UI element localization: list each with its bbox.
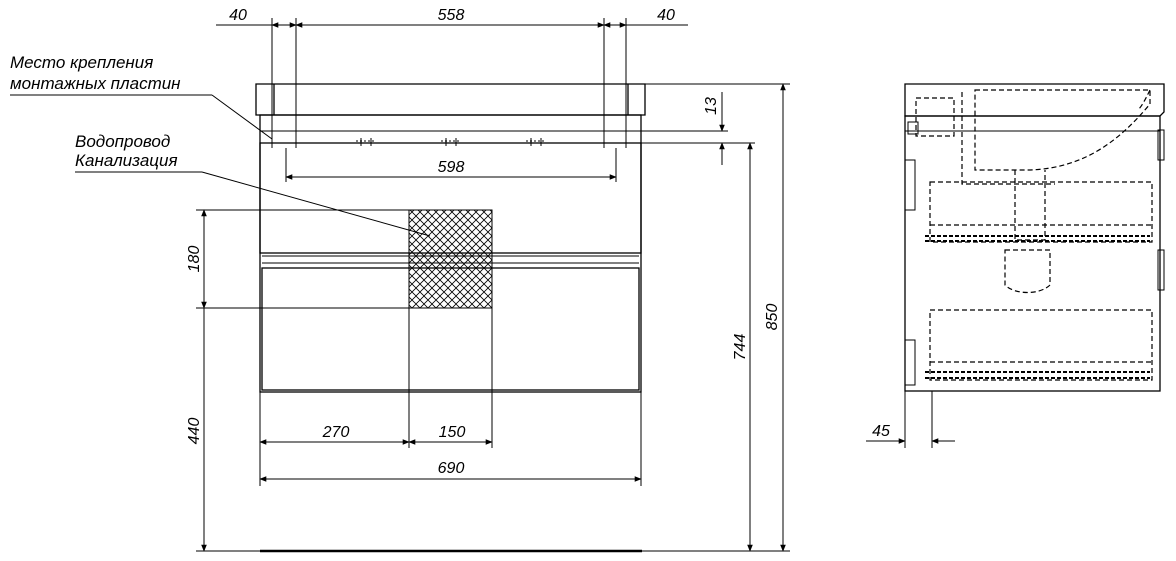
plumbing-label-line1: Водопровод [75, 132, 170, 151]
dim-zone-width: 150 [439, 424, 466, 441]
dim-zone-floor: 440 [186, 418, 203, 445]
front-dimensions: 40 558 40 598 13 744 850 180 440 [186, 7, 790, 552]
mounting-label-line1: Место крепления [10, 53, 153, 72]
plumbing-label-line2: Канализация [75, 151, 178, 170]
dim-zone-height: 180 [186, 246, 203, 273]
dim-zone-offset: 270 [322, 424, 350, 441]
dim-plate-offset-left: 40 [229, 7, 247, 24]
mounting-label-line2: монтажных пластин [10, 74, 181, 93]
dim-plate-span: 558 [438, 7, 465, 24]
dim-side-depth: 45 [872, 423, 890, 440]
mounting-callout: Место крепления монтажных пластин [10, 53, 273, 140]
dim-cabinet-height: 744 [732, 334, 749, 361]
dim-cabinet-width: 690 [438, 460, 465, 477]
plumbing-zone [408, 209, 493, 309]
dim-plate-height: 13 [703, 97, 720, 115]
basin-top [255, 83, 646, 116]
dim-plate-offset-right: 40 [657, 7, 675, 24]
plumbing-callout: Водопровод Канализация [75, 132, 431, 237]
side-view: 45 [866, 83, 1165, 448]
front-view [255, 83, 646, 553]
mounting-plates [356, 138, 546, 146]
dim-mount-span: 598 [438, 159, 465, 176]
dim-total-height: 850 [764, 304, 781, 331]
side-cabinet-body [904, 115, 1161, 392]
